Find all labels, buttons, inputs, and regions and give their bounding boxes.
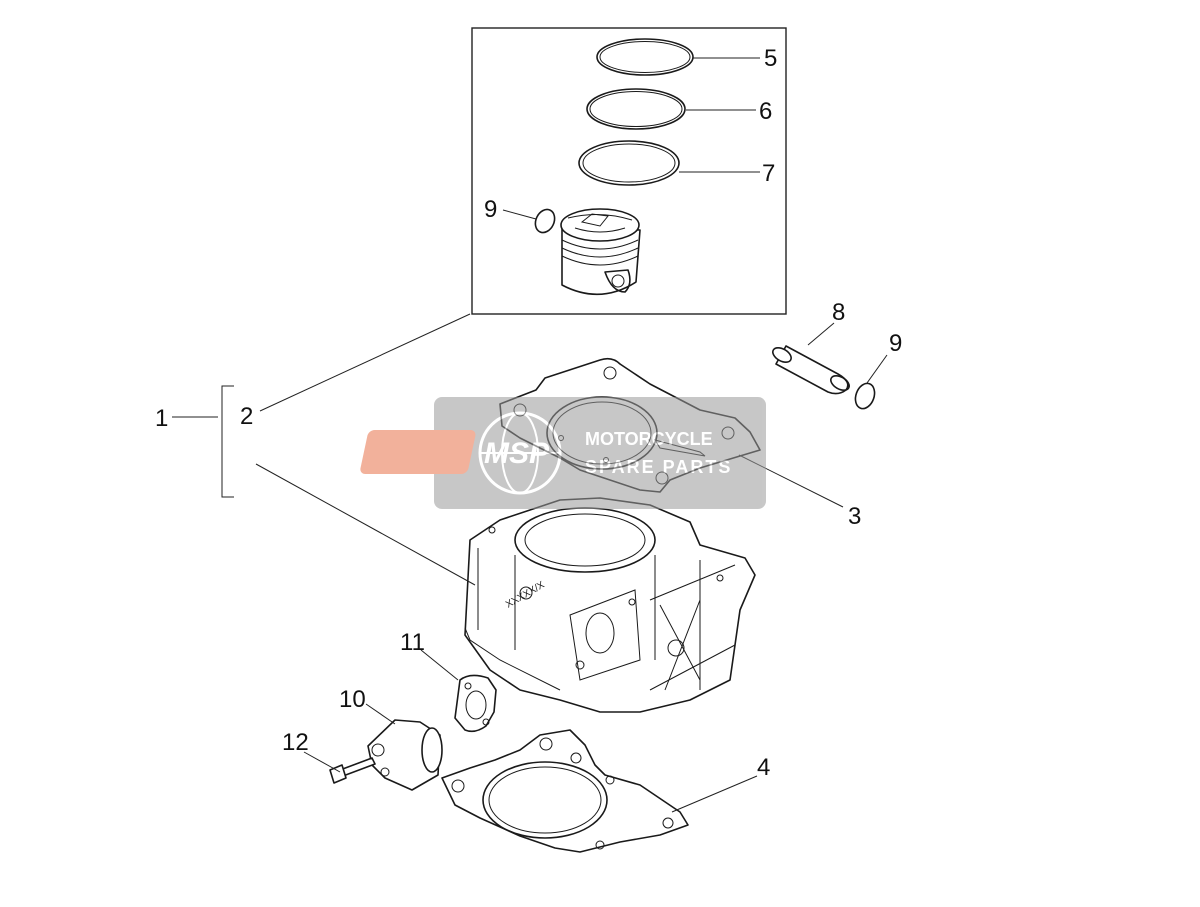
callout-1: 1 bbox=[155, 405, 168, 432]
circlip-9-lower bbox=[854, 382, 876, 410]
callout-9-lower: 9 bbox=[889, 330, 902, 357]
callout-8: 8 bbox=[832, 299, 845, 326]
callout-9-upper: 9 bbox=[484, 196, 497, 223]
msp-logo-badge bbox=[360, 430, 476, 474]
msp-watermark: MSP MOTORCYCLE SPARE PARTS bbox=[360, 397, 766, 509]
piston-pin-8 bbox=[772, 345, 850, 395]
piston-kit-box bbox=[471, 27, 787, 315]
piston-ring-5 bbox=[596, 38, 694, 76]
screw-12 bbox=[329, 757, 376, 784]
tensioner-gasket-11 bbox=[454, 674, 497, 733]
callout-5: 5 bbox=[764, 45, 777, 72]
callout-numbers: 1 2 3 4 5 6 7 8 9 9 10 11 12 bbox=[155, 45, 902, 781]
callout-10: 10 bbox=[339, 686, 366, 713]
callout-2: 2 bbox=[240, 403, 253, 430]
watermark-line1: MOTORCYCLE bbox=[585, 429, 713, 449]
circlip-9-upper bbox=[534, 208, 556, 234]
callout-12: 12 bbox=[282, 729, 309, 756]
piston bbox=[560, 208, 641, 296]
base-gasket-4 bbox=[441, 729, 689, 853]
msp-logo-text: MSP bbox=[484, 437, 550, 470]
cylinder: XXXXX/X bbox=[464, 497, 756, 713]
leader-lines bbox=[172, 57, 888, 813]
piston-ring-6 bbox=[586, 88, 686, 130]
callout-7: 7 bbox=[762, 160, 775, 187]
callout-3: 3 bbox=[848, 503, 861, 530]
watermark-background bbox=[434, 397, 766, 509]
callout-6: 6 bbox=[759, 98, 772, 125]
callout-4: 4 bbox=[757, 754, 770, 781]
chain-tensioner-10 bbox=[367, 719, 443, 791]
watermark-line2: SPARE PARTS bbox=[585, 457, 732, 477]
piston-ring-7 bbox=[578, 140, 680, 186]
callout-11: 11 bbox=[400, 629, 425, 656]
